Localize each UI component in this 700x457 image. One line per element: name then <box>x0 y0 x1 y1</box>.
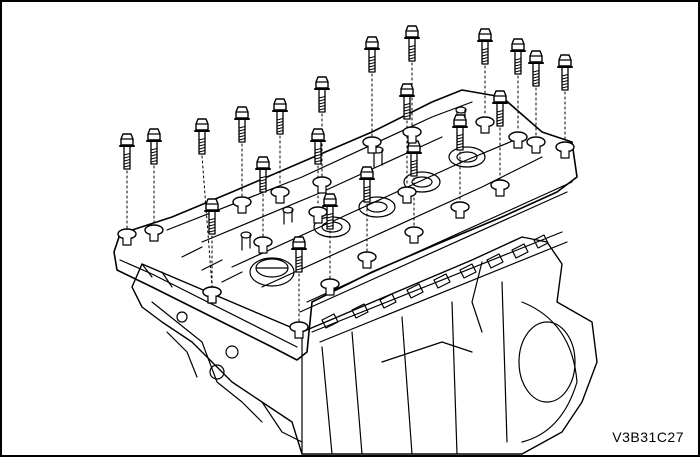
bolt-seat-washer <box>404 226 424 244</box>
bolt <box>234 106 250 197</box>
bolt <box>557 54 573 142</box>
bolt-seat-washer <box>253 236 273 254</box>
bolt-seat-washer <box>555 141 575 159</box>
bolt-seat-washer <box>312 176 332 194</box>
bolt-seat-washer <box>308 206 328 224</box>
bolt <box>314 76 330 177</box>
bolt <box>510 38 526 132</box>
bolt <box>477 28 493 117</box>
bolt <box>291 236 307 322</box>
bolt <box>310 128 326 207</box>
bolt-seat-washer <box>362 136 382 154</box>
bolt-seat-washer <box>402 126 422 144</box>
bolt <box>255 156 271 237</box>
bolt-seat-washer <box>270 186 290 204</box>
bolt <box>452 114 468 202</box>
bolt-seat-washer <box>397 186 417 204</box>
bolt <box>194 118 213 287</box>
bolt <box>404 25 420 127</box>
bolt-seat-washer <box>289 321 309 339</box>
bolt <box>322 193 338 279</box>
bolt <box>492 90 508 180</box>
cylinder-head-cover <box>113 89 578 361</box>
bolt-seat-washer <box>232 196 252 214</box>
bolt-seat-washer <box>526 136 546 154</box>
bolt-seat-washer <box>144 224 164 242</box>
port-row <box>311 231 568 343</box>
bolt <box>119 133 135 229</box>
bolt <box>359 166 375 252</box>
bolt <box>528 50 544 137</box>
bolt-seat-washer <box>490 179 510 197</box>
bolt <box>272 98 288 187</box>
bolt-seat-washer <box>450 201 470 219</box>
bolt <box>146 128 162 225</box>
bolt-seat-washer <box>508 131 528 149</box>
bolt-seat-washer <box>357 251 377 269</box>
bolt-seat-washer <box>202 286 222 304</box>
bolt-set <box>119 25 573 322</box>
bolt <box>406 140 422 227</box>
bolt <box>364 36 380 137</box>
bolt-seat-washer <box>475 116 495 134</box>
bolt <box>204 198 220 287</box>
bolt-seat-washer <box>320 278 340 296</box>
figure-code-label: V3B31C27 <box>612 429 684 445</box>
bolt-seat-set <box>117 116 575 339</box>
engine-block <box>131 236 598 455</box>
bolt-seat-washer <box>117 228 137 246</box>
